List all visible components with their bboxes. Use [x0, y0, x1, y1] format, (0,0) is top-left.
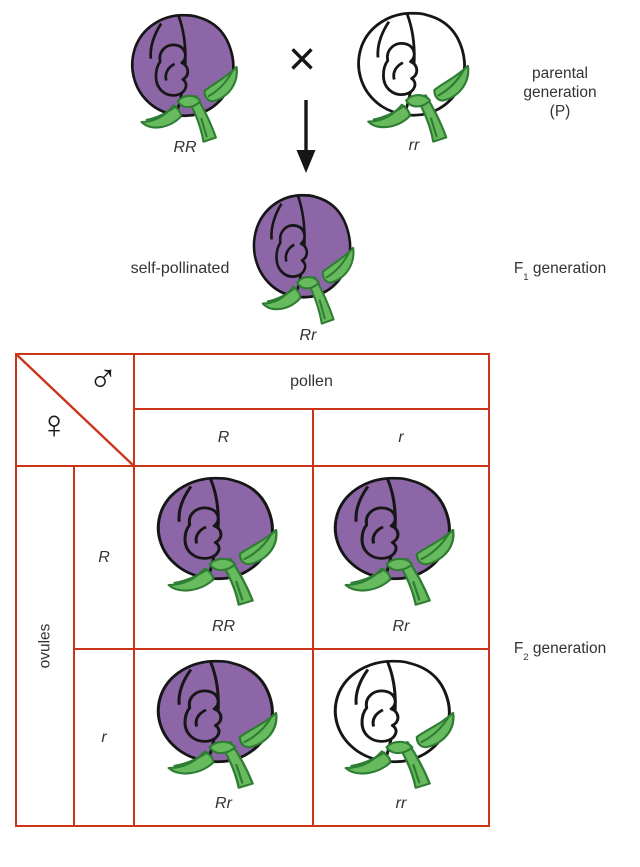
corner-diagonal	[17, 355, 135, 467]
punnett-square: ♂ ♀ pollen R r ovules R r RR Rr	[15, 353, 490, 827]
grid-line-v-ovules	[73, 465, 75, 825]
cell-RR: RR	[135, 467, 312, 648]
parental-line-3: (P)	[549, 103, 571, 120]
f1-genotype: Rr	[299, 327, 317, 344]
f1-generation-label: F1 generation	[503, 259, 617, 284]
f1-prefix: F	[513, 260, 524, 277]
pollen-header-text: pollen	[290, 372, 333, 390]
parent-flower-dominant	[126, 10, 250, 150]
f1-flower	[248, 190, 366, 332]
parent-right-genotype: rr	[408, 137, 420, 154]
cell-rr-genotype: rr	[395, 795, 407, 812]
col-header-R-text: R	[217, 428, 230, 446]
row-header-R: R	[75, 467, 133, 648]
parent-left-genotype: RR	[173, 139, 197, 156]
cell-rr-flower	[328, 656, 468, 796]
row-header-r-text: r	[101, 728, 107, 746]
row-header-r: r	[75, 650, 133, 825]
cell-Rr-top-flower	[328, 473, 468, 613]
grid-line-h-headers	[17, 465, 488, 467]
parental-line-2: generation	[523, 84, 597, 101]
female-icon: ♀	[39, 403, 69, 447]
cell-RR-flower	[151, 473, 291, 613]
row-header-R-text: R	[98, 548, 110, 566]
ovules-header-text: ovules	[36, 623, 53, 669]
cell-Rr-bottom-genotype: Rr	[215, 795, 232, 812]
cell-Rr-bottom-flower	[151, 656, 291, 796]
grid-line-v-headers	[133, 355, 135, 825]
cell-Rr-bottom: Rr	[135, 650, 312, 825]
col-header-R: R	[135, 410, 312, 465]
cross-icon: ×	[287, 33, 317, 86]
f2-subscript: 2	[523, 651, 529, 663]
cell-RR-genotype: RR	[211, 618, 236, 635]
down-arrow-icon	[296, 100, 316, 173]
col-header-r: r	[314, 410, 488, 465]
f2-prefix: F	[513, 640, 524, 657]
grid-line-h-pollen	[133, 408, 488, 410]
f2-suffix: generation	[528, 640, 607, 657]
grid-line-v-columns	[312, 408, 314, 825]
parental-line-1: parental	[531, 65, 588, 82]
cell-rr: rr	[314, 650, 488, 825]
grid-line-h-rows	[73, 648, 488, 650]
cell-Rr-top: Rr	[314, 467, 488, 648]
parent-flower-recessive	[352, 8, 482, 150]
male-icon: ♂	[88, 357, 118, 401]
f1-suffix: generation	[528, 260, 607, 277]
cell-Rr-top-genotype: Rr	[392, 618, 410, 635]
self-pollinated-label: self-pollinated	[130, 260, 230, 277]
parental-generation-label: parental generation (P)	[503, 64, 617, 121]
col-header-r-text: r	[398, 428, 404, 446]
f1-subscript: 1	[523, 271, 529, 283]
pollen-header: pollen	[135, 355, 488, 408]
f2-generation-label: F2 generation	[503, 639, 617, 664]
ovules-header: ovules	[17, 467, 73, 825]
